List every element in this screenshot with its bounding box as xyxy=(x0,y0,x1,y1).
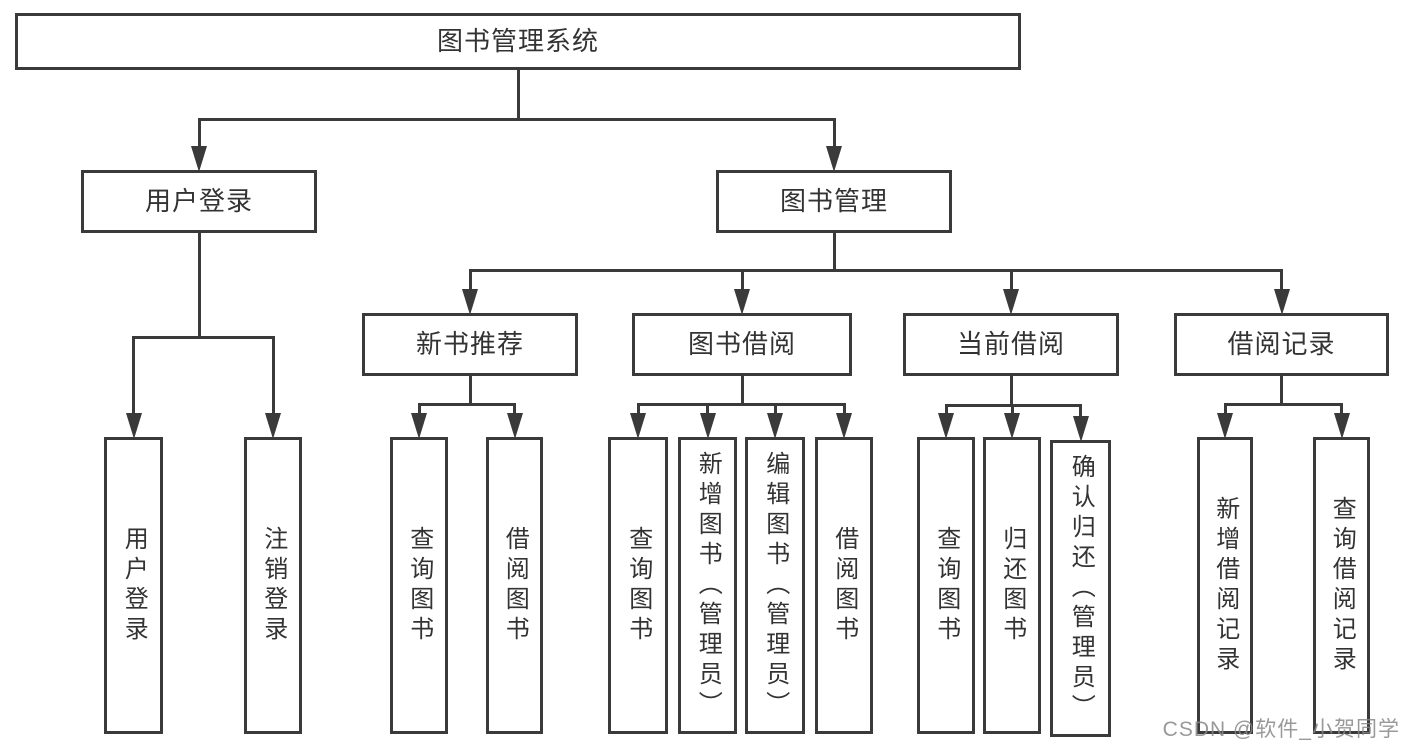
arrowhead-down-icon xyxy=(1273,289,1290,315)
arrowhead-down-icon xyxy=(1003,289,1019,315)
connector-line xyxy=(197,118,201,150)
node-leaf-login: 用户登录 xyxy=(104,437,163,734)
node-label: 图书管理 xyxy=(779,185,888,216)
connector-line xyxy=(468,376,472,406)
connector-line xyxy=(740,376,744,406)
node-new-book-rec: 新书推荐 xyxy=(362,313,578,376)
arrowhead-down-icon xyxy=(265,413,281,439)
node-user-login: 用户登录 xyxy=(81,170,317,233)
node-label: 确认归还（管理员） xyxy=(1067,453,1095,724)
connector-line xyxy=(516,70,520,121)
arrowhead-down-icon xyxy=(1333,413,1350,439)
connector-line xyxy=(1340,403,1343,417)
node-label: 新增借阅记录 xyxy=(1211,495,1239,676)
connector-line xyxy=(197,233,201,339)
arrowhead-down-icon xyxy=(767,413,783,439)
node-current-borrow: 当前借阅 xyxy=(903,313,1119,376)
arrowhead-down-icon xyxy=(938,413,954,439)
connector-line xyxy=(1010,404,1014,417)
connector-line xyxy=(1009,269,1013,293)
arrowhead-down-icon xyxy=(826,146,842,172)
node-leaf-cb-query: 查询图书 xyxy=(917,437,975,734)
watermark: CSDN @软件_小贺同学 xyxy=(1162,718,1400,741)
arrowhead-down-icon xyxy=(462,289,478,315)
node-book-borrow: 图书借阅 xyxy=(632,313,852,376)
node-leaf-rec-query: 查询借阅记录 xyxy=(1313,437,1370,734)
connector-line xyxy=(1223,403,1227,417)
node-label: 图书借阅 xyxy=(687,328,796,359)
connector-line xyxy=(197,118,836,121)
connector-line xyxy=(832,233,836,272)
arrowhead-down-icon xyxy=(506,413,523,439)
node-leaf-rec-add: 新增借阅记录 xyxy=(1197,437,1253,734)
connector-line xyxy=(740,269,744,293)
arrowhead-down-icon xyxy=(630,413,646,439)
connector-line xyxy=(842,403,846,417)
arrowhead-down-icon xyxy=(734,289,750,315)
node-root: 图书管理系统 xyxy=(15,13,1021,70)
node-leaf-cb-confirm: 确认归还（管理员） xyxy=(1050,440,1111,737)
connector-line xyxy=(132,336,275,339)
node-label: 查询图书 xyxy=(624,525,652,646)
node-leaf-bb-query: 查询图书 xyxy=(608,437,668,734)
node-label: 查询图书 xyxy=(932,525,960,646)
node-label: 查询图书 xyxy=(405,525,433,646)
arrowhead-down-icon xyxy=(699,413,716,439)
node-leaf-bb-edit: 编辑图书（管理员） xyxy=(745,437,805,734)
connector-line xyxy=(832,118,836,150)
connector-line xyxy=(1223,403,1343,406)
connector-line xyxy=(1079,404,1082,420)
connector-line xyxy=(1280,269,1283,293)
arrowhead-down-icon xyxy=(125,413,142,439)
node-leaf-nb-borrow: 借阅图书 xyxy=(486,437,543,734)
node-label: 当前借阅 xyxy=(956,328,1065,359)
node-leaf-bb-borrow: 借阅图书 xyxy=(815,437,873,734)
connector-line xyxy=(271,336,275,417)
connector-line xyxy=(1280,376,1283,406)
node-label: 用户登录 xyxy=(144,185,253,216)
connector-line xyxy=(944,404,948,417)
node-label: 新书推荐 xyxy=(415,328,524,359)
node-leaf-cb-return: 归还图书 xyxy=(983,437,1041,734)
node-leaf-nb-query: 查询图书 xyxy=(390,437,448,734)
node-label: 借阅图书 xyxy=(830,525,858,646)
connector-line xyxy=(417,403,516,406)
connector-line xyxy=(1009,376,1013,407)
connector-line xyxy=(513,403,516,417)
node-label: 注销登录 xyxy=(259,525,287,646)
node-label: 借阅图书 xyxy=(501,525,529,646)
node-label: 用户登录 xyxy=(120,525,148,646)
connector-line xyxy=(132,336,135,417)
arrowhead-down-icon xyxy=(411,413,427,439)
arrowhead-down-icon xyxy=(1004,413,1020,439)
connector-line xyxy=(706,403,709,417)
node-leaf-bb-add: 新增图书（管理员） xyxy=(678,437,737,734)
node-borrow-records: 借阅记录 xyxy=(1174,313,1389,376)
node-label: 归还图书 xyxy=(998,525,1026,646)
connector-line xyxy=(468,269,1283,272)
connector-line xyxy=(636,403,640,417)
connector-line xyxy=(417,403,421,417)
arrowhead-down-icon xyxy=(836,413,852,439)
node-label: 新增图书（管理员） xyxy=(694,450,722,721)
node-label: 编辑图书（管理员） xyxy=(761,450,789,721)
arrowhead-down-icon xyxy=(1217,413,1233,439)
connector-line xyxy=(773,403,777,417)
node-leaf-logout: 注销登录 xyxy=(244,437,302,734)
node-book-mgmt: 图书管理 xyxy=(716,170,952,233)
arrowhead-down-icon xyxy=(191,146,207,172)
node-label: 查询借阅记录 xyxy=(1328,495,1356,676)
connector-line xyxy=(468,269,472,293)
node-label: 图书管理系统 xyxy=(436,25,599,56)
arrowhead-down-icon xyxy=(1072,416,1089,442)
node-label: 借阅记录 xyxy=(1227,328,1336,359)
connector-line xyxy=(636,403,846,406)
